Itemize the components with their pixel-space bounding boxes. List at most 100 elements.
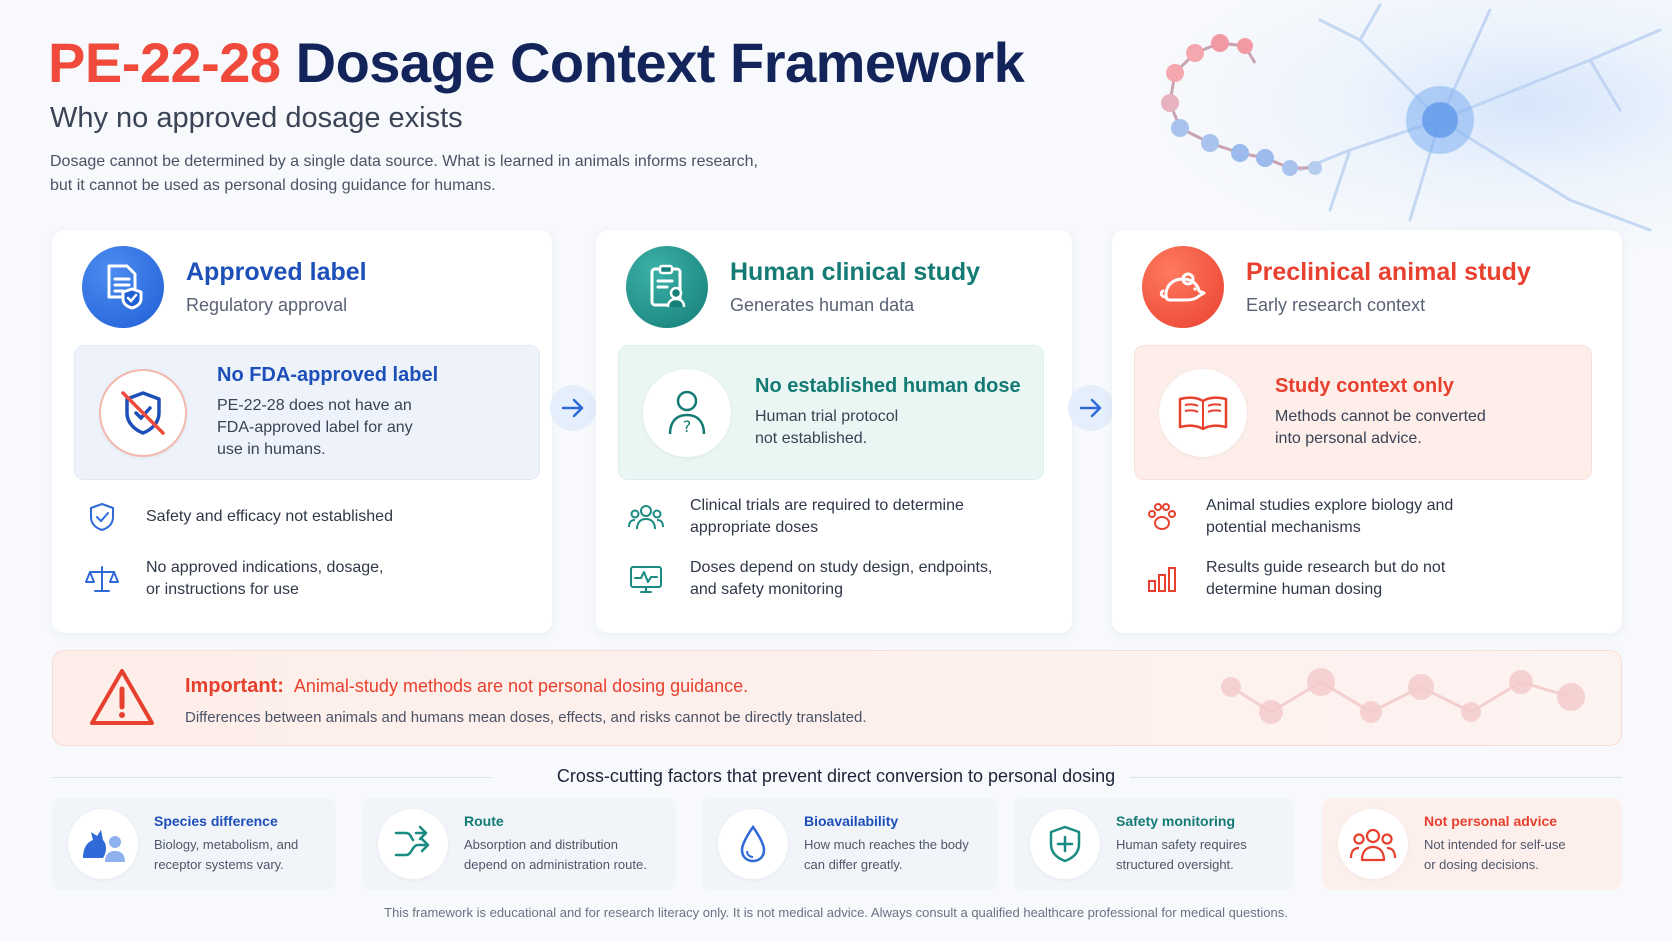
important-body: Differences between animals and humans m… [185,709,867,726]
panel-title: Study context only [1275,375,1454,397]
page-title: PE-22-28 Dosage Context Framework [48,30,1025,95]
status-panel: Study context only Methods cannot be con… [1134,345,1592,480]
factor-body-line: can differ greatly. [804,857,903,872]
column-subtitle: Regulatory approval [186,295,348,315]
page-subtitle: Why no approved dosage exists [50,102,463,134]
panel-body-line: not established. [755,430,868,447]
bullet-line: appropriate doses [690,519,819,536]
factor-body-line: or dosing decisions. [1424,857,1539,872]
bullet-line: Doses depend on study design, endpoints, [690,559,993,576]
panel-body-line: Human trial protocol [755,408,899,425]
column-title: Approved label [186,258,367,286]
panel-body-line: PE-22-28 does not have an [217,397,412,414]
factor-body-line: depend on administration route. [464,857,647,872]
shield-plus-icon [1030,809,1100,879]
factor-card-bioavailability: Bioavailability How much reaches the bod… [702,798,998,890]
peptide-chain-illustration [1161,34,1322,176]
clipboard-person-icon [626,246,708,328]
bullet-text: No approved indications, dosage, or inst… [146,557,384,601]
bullet-line: Animal studies explore biology and [1206,497,1454,514]
panel-body: Methods cannot be converted into persona… [1275,406,1486,450]
bullet-text: Results guide research but do not determ… [1206,557,1445,601]
neuron-illustration [1298,3,1662,232]
divider [1130,777,1622,778]
factor-card-route: Route Absorption and distribution depend… [362,798,676,890]
cross-cutting-heading: Cross-cutting factors that prevent direc… [556,766,1116,786]
column-subtitle: Early research context [1246,295,1426,315]
list-item: Clinical trials are required to determin… [624,493,992,541]
factor-body: Biology, metabolism, and receptor system… [154,835,298,875]
important-text: Animal-study methods are not personal do… [293,676,749,696]
person-question-icon: ? [643,368,731,457]
panel-body-line: use in humans. [217,441,326,458]
factor-title: Safety monitoring [1116,813,1236,829]
group-icon [1338,809,1408,879]
shield-check-icon [80,495,124,539]
crossed-shield-icon [99,368,187,457]
bar-chart-icon [1140,557,1184,601]
bullet-line: No approved indications, dosage, [146,559,384,576]
scale-icon [80,557,124,601]
panel-body: PE-22-28 does not have an FDA-approved l… [217,395,438,461]
bullet-line: and safety monitoring [690,581,843,598]
panel-title: No established human dose [755,375,1021,397]
panel-title: No FDA-approved label [217,364,439,386]
bullet-list: Clinical trials are required to determin… [624,493,992,617]
warning-icon [90,669,154,725]
mouse-icon [1142,246,1224,328]
bullet-line: Clinical trials are required to determin… [690,497,964,514]
disclaimer-footer: This framework is educational and for re… [384,905,1288,920]
important-label: Important: [185,675,284,697]
panel-body-line: Methods cannot be converted [1275,408,1486,425]
bullet-list: Safety and efficacy not established No a… [80,493,393,617]
document-check-icon [82,246,164,328]
people-icon [624,495,668,539]
factor-body-line: How much reaches the body [804,837,969,852]
molecule-illustration [1221,668,1585,724]
route-arrows-icon [378,809,448,879]
factor-title: Species difference [154,813,278,829]
column-subtitle: Generates human data [730,295,915,315]
bullet-text: Doses depend on study design, endpoints,… [690,557,992,601]
column-title: Preclinical animal study [1246,258,1531,286]
droplet-icon [718,809,788,879]
bullet-text: Safety and efficacy not established [146,506,393,528]
compound-code: PE-22-28 [48,31,281,94]
status-panel: ? No established human dose Human trial … [618,345,1044,480]
bullet-line: Results guide research but do not [1206,559,1446,576]
list-item: Results guide research but do not determ… [1140,555,1453,603]
factor-card-not-personal-advice: Not personal advice Not intended for sel… [1322,798,1622,890]
bullet-line: or instructions for use [146,581,299,598]
factor-body-line: Human safety requires [1116,837,1247,852]
intro-paragraph: Dosage cannot be determined by a single … [50,153,758,194]
flow-arrow-icon [1068,385,1114,431]
list-item: Safety and efficacy not established [80,493,393,541]
divider [52,777,492,778]
panel-body: Human trial protocol not established. [755,406,1021,450]
factor-body: Absorption and distribution depend on ad… [464,835,647,875]
column-human-clinical-study: Human clinical study Generates human dat… [596,230,1072,633]
factor-body-line: Not intended for self-use [1424,837,1566,852]
bullet-list: Animal studies explore biology and poten… [1140,493,1453,617]
important-banner: Important: Animal-study methods are not … [52,650,1622,746]
monitor-pulse-icon [624,557,668,601]
factor-body-line: structured oversight. [1116,857,1234,872]
bullet-text: Animal studies explore biology and poten… [1206,495,1453,539]
column-preclinical-animal-study: Preclinical animal study Early research … [1112,230,1622,633]
factor-body-line: Biology, metabolism, and [154,837,299,852]
list-item: No approved indications, dosage, or inst… [80,555,393,603]
bullet-text: Clinical trials are required to determin… [690,495,964,539]
svg-text:?: ? [683,417,692,436]
list-item: Animal studies explore biology and poten… [1140,493,1453,541]
column-title: Human clinical study [730,258,981,286]
factor-title: Bioavailability [804,813,899,829]
bullet-line: Safety and efficacy not established [146,508,393,525]
factor-title: Route [464,813,504,829]
factor-title: Not personal advice [1424,813,1558,829]
column-approved-label: Approved label Regulatory approval No FD… [52,230,552,633]
factor-card-safety-monitoring: Safety monitoring Human safety requires … [1014,798,1294,890]
paw-icon [1140,495,1184,539]
factor-body: How much reaches the body can differ gre… [804,835,969,875]
panel-body-line: into personal advice. [1275,430,1422,447]
